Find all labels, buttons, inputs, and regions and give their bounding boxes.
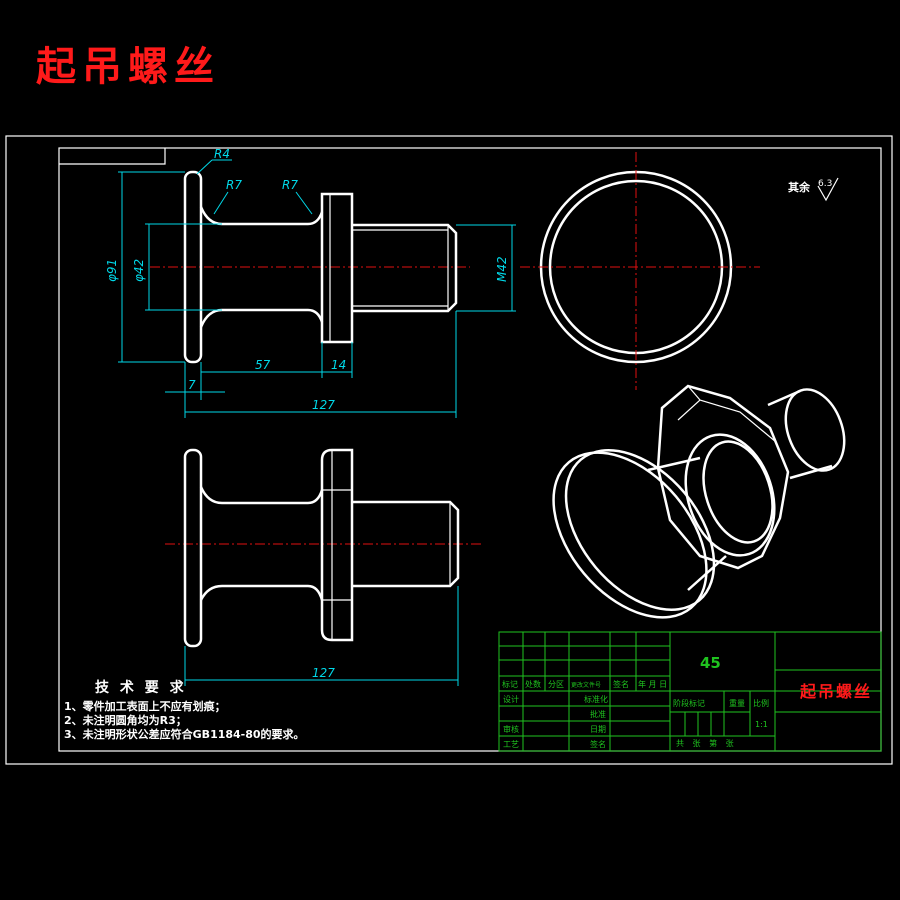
inner-border <box>58 147 882 752</box>
flange-outline <box>183 170 203 364</box>
neck-top <box>199 206 324 226</box>
length-14-label: 14 <box>331 358 346 372</box>
svg-text:审核: 审核 <box>503 724 519 734</box>
technical-requirements: 技 术 要 求 1、零件加工表面上不应有划痕； 2、未注明圆角均为R3； 3、未… <box>64 679 305 741</box>
tech-item-3: 3、未注明形状公差应符合GB1184-80的要求。 <box>64 727 305 741</box>
tech-item-1: 1、零件加工表面上不应有划痕； <box>64 699 226 713</box>
svg-text:工艺: 工艺 <box>503 740 519 749</box>
svg-text:批准: 批准 <box>590 709 606 719</box>
svg-text:标准化: 标准化 <box>584 694 608 704</box>
roughness-value: 6.3 <box>818 179 832 189</box>
part-name: 起吊螺丝 <box>799 682 872 701</box>
neck-bottom <box>199 308 324 328</box>
tech-heading: 技 术 要 求 <box>95 679 187 696</box>
svg-text:年 月 日: 年 月 日 <box>638 679 667 689</box>
radius-r4-label: R4 <box>214 147 230 161</box>
svg-text:标记: 标记 <box>502 679 518 689</box>
svg-text:日期: 日期 <box>590 725 606 734</box>
svg-text:分区: 分区 <box>548 680 564 689</box>
outer-border <box>5 135 893 765</box>
drawing-title: 起吊螺丝 <box>36 43 220 90</box>
svg-text:签名: 签名 <box>590 739 606 749</box>
scale: 1:1 <box>755 720 768 729</box>
side-view <box>520 152 760 390</box>
svg-text:重量: 重量 <box>729 698 745 708</box>
roughness-label: 其余 <box>788 180 811 194</box>
svg-text:签名: 签名 <box>613 679 629 689</box>
roughness-symbol: 其余 6.3 <box>788 177 839 202</box>
material: 45 <box>700 654 721 672</box>
diameter-42-label: φ42 <box>132 259 146 282</box>
tech-item-2: 2、未注明圆角均为R3； <box>64 713 187 727</box>
threaded-shank <box>352 223 458 313</box>
svg-text:阶段标记: 阶段标记 <box>673 698 705 708</box>
svg-text:比例: 比例 <box>753 698 769 708</box>
second-view: 127 <box>165 448 484 686</box>
title-block: 45 起吊螺丝 标记 处数 分区 更改文件号 签名 年 月 日 设计 审核 工艺… <box>498 631 882 752</box>
roughness-icon <box>817 177 839 202</box>
radius-r7-left-label: R7 <box>226 178 242 192</box>
svg-text:处数: 处数 <box>525 679 541 689</box>
length-127-label: 127 <box>312 398 335 412</box>
thread-m42-label: M42 <box>495 256 509 282</box>
length-127-bottom-label: 127 <box>312 666 335 680</box>
svg-text:设计: 设计 <box>503 694 519 704</box>
collar-outline <box>320 192 354 344</box>
svg-text:更改文件号: 更改文件号 <box>571 681 601 689</box>
sheet-count: 共 张 第 张 <box>676 738 737 748</box>
corner-label-box <box>59 148 166 165</box>
front-view: R4 R7 R7 φ91 φ42 M42 57 14 7 127 <box>105 147 516 418</box>
length-57-label: 57 <box>255 358 271 372</box>
isometric-view <box>552 384 846 619</box>
length-7-label: 7 <box>188 378 196 392</box>
radius-r7-right-label: R7 <box>282 178 298 192</box>
diameter-91-label: φ91 <box>105 259 119 282</box>
